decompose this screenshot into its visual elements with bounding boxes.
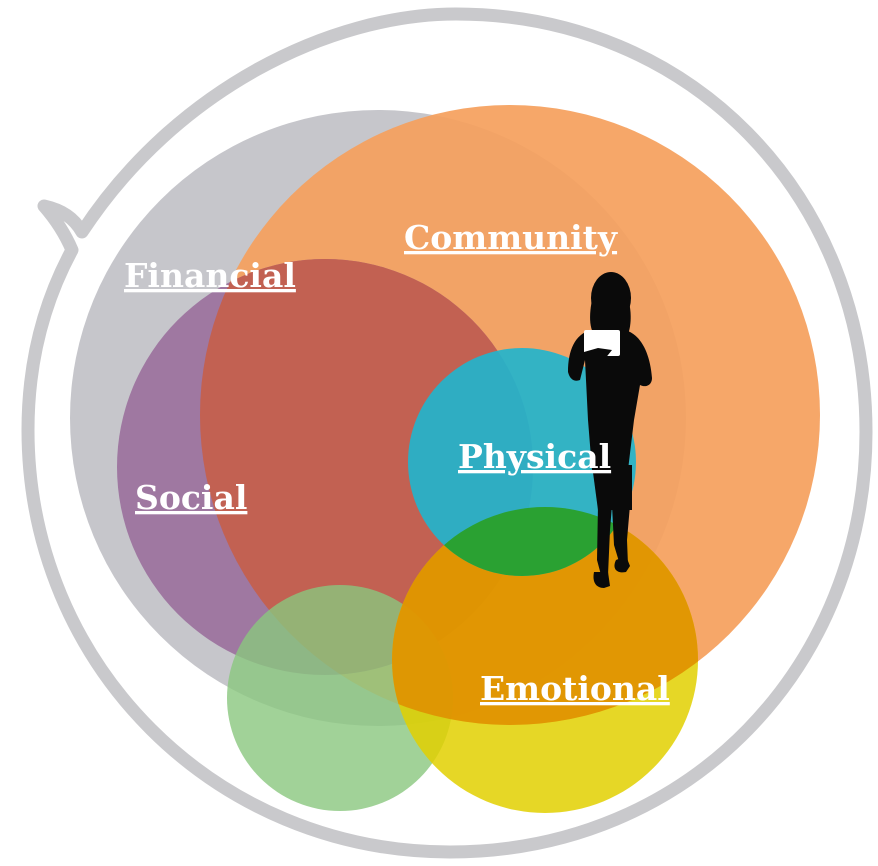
label-community: Community bbox=[404, 218, 618, 257]
label-financial: Financial bbox=[124, 256, 296, 295]
speech-bubble-outline bbox=[21, 7, 873, 859]
arms-over-tablet bbox=[584, 348, 612, 360]
label-physical: Physical bbox=[458, 437, 611, 476]
label-social: Social bbox=[135, 478, 247, 517]
emotional-community-overlap bbox=[392, 507, 698, 725]
woman-silhouette-icon bbox=[568, 272, 652, 588]
label-emotional: Emotional bbox=[480, 669, 670, 708]
